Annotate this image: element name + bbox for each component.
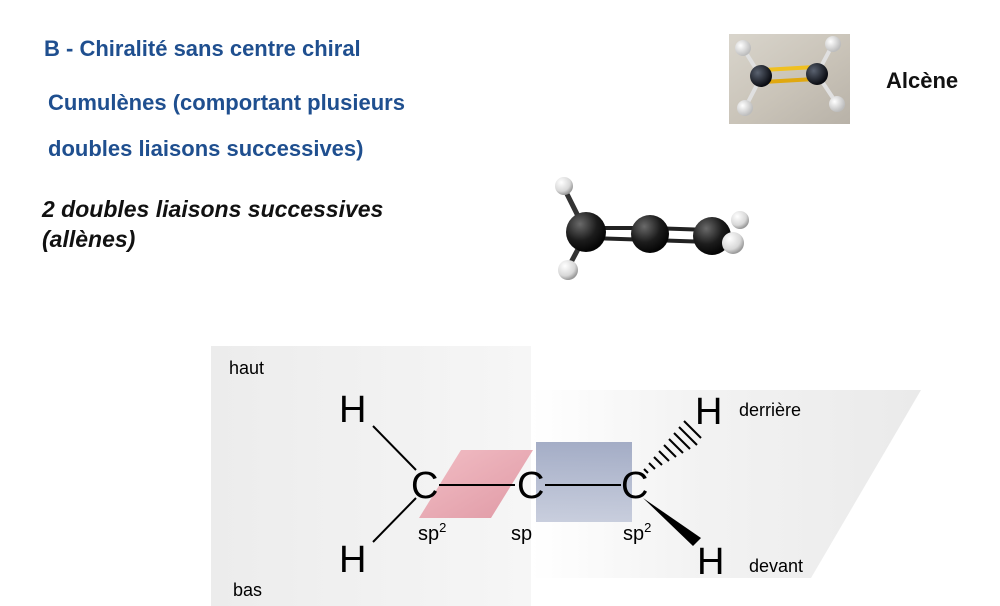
hydrogen-atom: [722, 232, 744, 254]
atom-h-top-left: H: [339, 389, 366, 431]
atom-c-center: C: [517, 465, 544, 507]
allene-structure-diagram: H H C C C H H sp2 sp sp2 haut bas derriè…: [211, 346, 931, 606]
carbon-atom: [693, 217, 731, 255]
hydrogen-atom: [829, 96, 845, 112]
label-derriere: derrière: [739, 400, 801, 420]
carbon-atom: [750, 65, 772, 87]
blue-orbital-plane: [536, 442, 632, 522]
hydrogen-atom: [558, 260, 578, 280]
atom-h-bottom-right: H: [697, 541, 724, 583]
label-devant: devant: [749, 556, 803, 576]
cumulenes-line-1: Cumulènes (comportant plusieurs: [48, 90, 405, 115]
atom-c-left: C: [411, 465, 438, 507]
hydrogen-atom: [825, 36, 841, 52]
carbon-atom: [631, 215, 669, 253]
hydrogen-atom: [555, 177, 573, 195]
hybridization-center: sp: [511, 523, 532, 545]
hydrogen-atom: [737, 100, 753, 116]
bond-line: [372, 425, 417, 471]
hydrogen-atom: [731, 211, 749, 229]
hybridization-right: sp2: [623, 520, 651, 545]
allenes-subtitle: 2 doubles liaisons successives (allènes): [42, 194, 462, 254]
allene-ball-model: [530, 160, 790, 290]
carbon-atom: [806, 63, 828, 85]
atom-c-right: C: [621, 465, 648, 507]
label-bas: bas: [233, 580, 262, 600]
alkene-model-photo: [729, 34, 850, 124]
label-haut: haut: [229, 358, 264, 378]
slide-heading: B - Chiralité sans centre chiral: [44, 36, 361, 61]
atom-h-bottom-left: H: [339, 539, 366, 581]
cumulenes-line-2: doubles liaisons successives): [48, 136, 364, 161]
allene-diagram-graphic: H H C C C H H sp2 sp sp2 haut bas derriè…: [211, 346, 921, 606]
bond-line: [372, 497, 417, 543]
alkene-model-graphic: [735, 36, 845, 116]
hydrogen-atom: [735, 40, 751, 56]
atom-h-top-right: H: [695, 391, 722, 433]
carbon-atom: [566, 212, 606, 252]
horizontal-plane: [531, 390, 921, 578]
solid-wedge-bond: [643, 498, 701, 546]
hybridization-left: sp2: [418, 520, 446, 545]
allenes-line-1: 2 doubles liaisons successives: [42, 196, 384, 222]
allene-model-graphic: [555, 177, 749, 280]
hashed-wedge-bond: [643, 420, 702, 474]
allenes-line-2: (allènes): [42, 226, 136, 252]
alkene-label: Alcène: [886, 68, 959, 93]
